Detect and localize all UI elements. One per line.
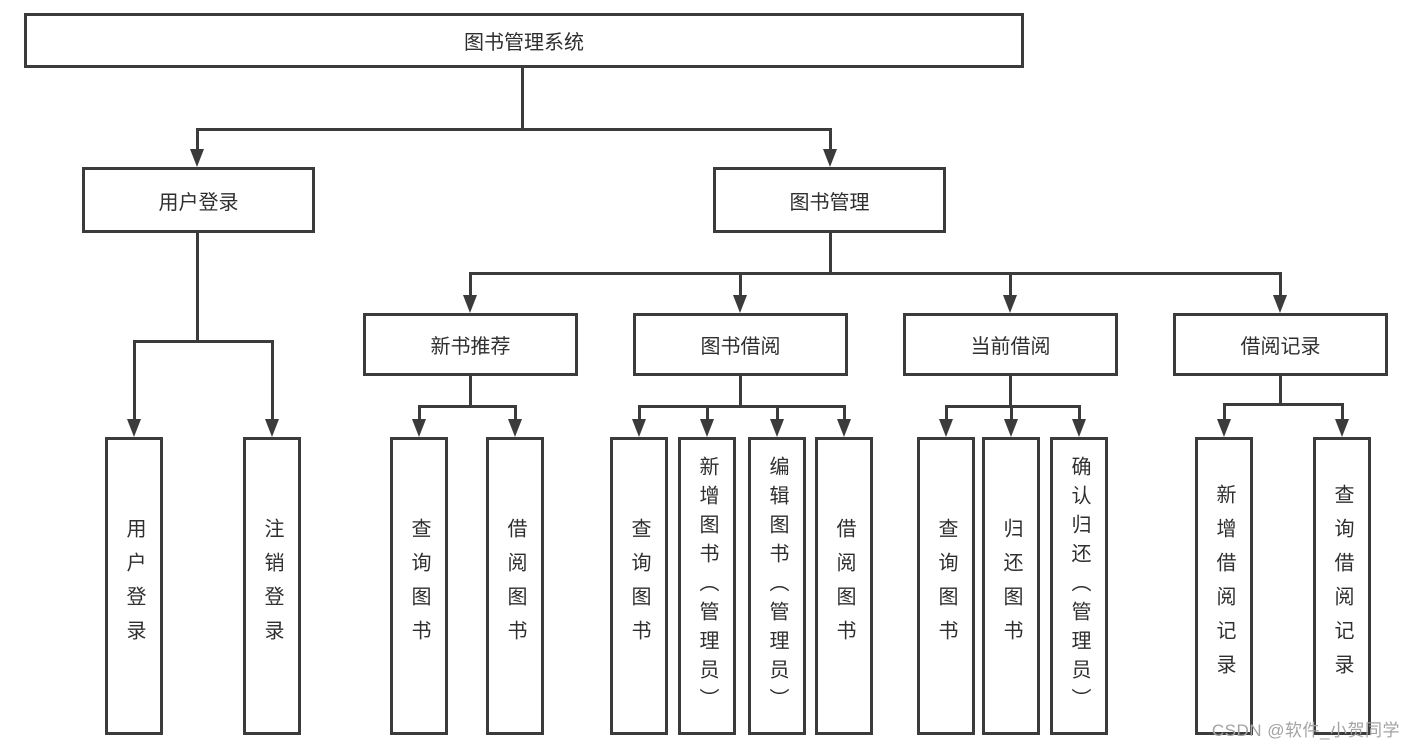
leaf-rec-query-book: 查询图书	[390, 437, 448, 735]
arrowhead-down-icon	[265, 419, 279, 437]
arrowhead-down-icon	[632, 419, 646, 437]
leaf-confirm-return-admin-label: 确认归还（管理员）	[1068, 455, 1090, 717]
leaf-add-borrow-record-label: 新增借阅记录	[1213, 484, 1235, 688]
leaf-return-book: 归还图书	[982, 437, 1040, 735]
leaf-current-query-book: 查询图书	[917, 437, 975, 735]
connector-vline	[418, 405, 421, 423]
connector-vline	[1009, 376, 1012, 405]
connector-vline	[1279, 376, 1282, 403]
connector-vline	[945, 405, 948, 423]
leaf-return-book-label: 归还图书	[1000, 518, 1022, 654]
arrowhead-down-icon	[190, 149, 204, 167]
connector-hline	[196, 128, 832, 131]
arrowhead-down-icon	[939, 419, 953, 437]
arrowhead-down-icon	[508, 419, 522, 437]
leaf-query-borrow-record-label: 查询借阅记录	[1331, 484, 1353, 688]
leaf-query-borrow-record: 查询借阅记录	[1313, 437, 1371, 735]
leaf-borrow-book: 借阅图书	[815, 437, 873, 735]
node-root-label: 图书管理系统	[464, 32, 584, 54]
connector-vline	[1279, 272, 1282, 299]
connector-vline	[133, 340, 136, 422]
leaf-rec-query-book-label: 查询图书	[408, 518, 430, 654]
connector-hline	[418, 405, 516, 408]
leaf-confirm-return-admin: 确认归还（管理员）	[1050, 437, 1108, 735]
leaf-rec-borrow-book: 借阅图书	[486, 437, 544, 735]
arrowhead-down-icon	[837, 419, 851, 437]
connector-vline	[829, 128, 832, 152]
arrowhead-down-icon	[1072, 419, 1086, 437]
node-book-borrow-label: 图书借阅	[700, 336, 781, 358]
connector-vline	[638, 405, 641, 423]
leaf-user-login-label: 用户登录	[123, 518, 145, 654]
connector-vline	[196, 128, 199, 152]
arrowhead-down-icon	[823, 149, 837, 167]
arrowhead-down-icon	[1217, 419, 1231, 437]
node-new-book-rec: 新书推荐	[363, 313, 578, 376]
leaf-borrow-book-label: 借阅图书	[833, 518, 855, 654]
connector-hline	[638, 405, 846, 408]
node-book-mgmt-label: 图书管理	[789, 191, 870, 214]
connector-vline	[196, 233, 199, 340]
node-borrow-record-label: 借阅记录	[1240, 336, 1321, 358]
arrowhead-down-icon	[127, 419, 141, 437]
arrowhead-down-icon	[700, 419, 714, 437]
leaf-add-book-admin-label: 新增图书（管理员）	[696, 455, 718, 717]
connector-vline	[521, 68, 524, 128]
node-root: 图书管理系统	[24, 13, 1024, 68]
connector-vline	[514, 405, 517, 423]
leaf-logout-label: 注销登录	[261, 518, 283, 654]
leaf-edit-book-admin-label: 编辑图书（管理员）	[766, 455, 788, 717]
arrowhead-down-icon	[1335, 419, 1349, 437]
leaf-edit-book-admin: 编辑图书（管理员）	[748, 437, 806, 735]
connector-vline	[271, 340, 274, 422]
leaf-logout: 注销登录	[243, 437, 301, 735]
node-new-book-rec-label: 新书推荐	[430, 336, 511, 358]
connector-hline	[1223, 403, 1344, 406]
arrowhead-down-icon	[463, 295, 477, 313]
node-book-borrow: 图书借阅	[633, 313, 848, 376]
connector-hline	[133, 340, 273, 343]
connector-vline	[706, 405, 709, 423]
leaf-add-borrow-record: 新增借阅记录	[1195, 437, 1253, 735]
arrowhead-down-icon	[412, 419, 426, 437]
connector-vline	[1341, 403, 1344, 423]
connector-vline	[739, 272, 742, 299]
connector-vline	[843, 405, 846, 423]
connector-vline	[1223, 403, 1226, 423]
connector-vline	[739, 376, 742, 405]
node-book-mgmt: 图书管理	[713, 167, 946, 233]
arrowhead-down-icon	[1004, 419, 1018, 437]
connector-vline	[829, 233, 832, 272]
arrowhead-down-icon	[1003, 295, 1017, 313]
connector-vline	[1010, 405, 1013, 423]
connector-vline	[1078, 405, 1081, 423]
watermark: CSDN @软件_小贺同学	[1211, 721, 1400, 740]
connector-hline	[469, 272, 1282, 275]
leaf-borrow-query-book: 查询图书	[610, 437, 668, 735]
arrowhead-down-icon	[733, 295, 747, 313]
connector-vline	[469, 376, 472, 405]
leaf-user-login: 用户登录	[105, 437, 163, 735]
node-user-login-label: 用户登录	[158, 191, 239, 214]
leaf-add-book-admin: 新增图书（管理员）	[678, 437, 736, 735]
leaf-borrow-query-book-label: 查询图书	[628, 518, 650, 654]
connector-vline	[469, 272, 472, 299]
node-current-borrow-label: 当前借阅	[970, 336, 1051, 358]
arrowhead-down-icon	[770, 419, 784, 437]
connector-vline	[1009, 272, 1012, 299]
connector-vline	[776, 405, 779, 423]
arrowhead-down-icon	[1273, 295, 1287, 313]
leaf-rec-borrow-book-label: 借阅图书	[504, 518, 526, 654]
node-user-login: 用户登录	[82, 167, 315, 233]
node-current-borrow: 当前借阅	[903, 313, 1118, 376]
leaf-current-query-book-label: 查询图书	[935, 518, 957, 654]
node-borrow-record: 借阅记录	[1173, 313, 1388, 376]
